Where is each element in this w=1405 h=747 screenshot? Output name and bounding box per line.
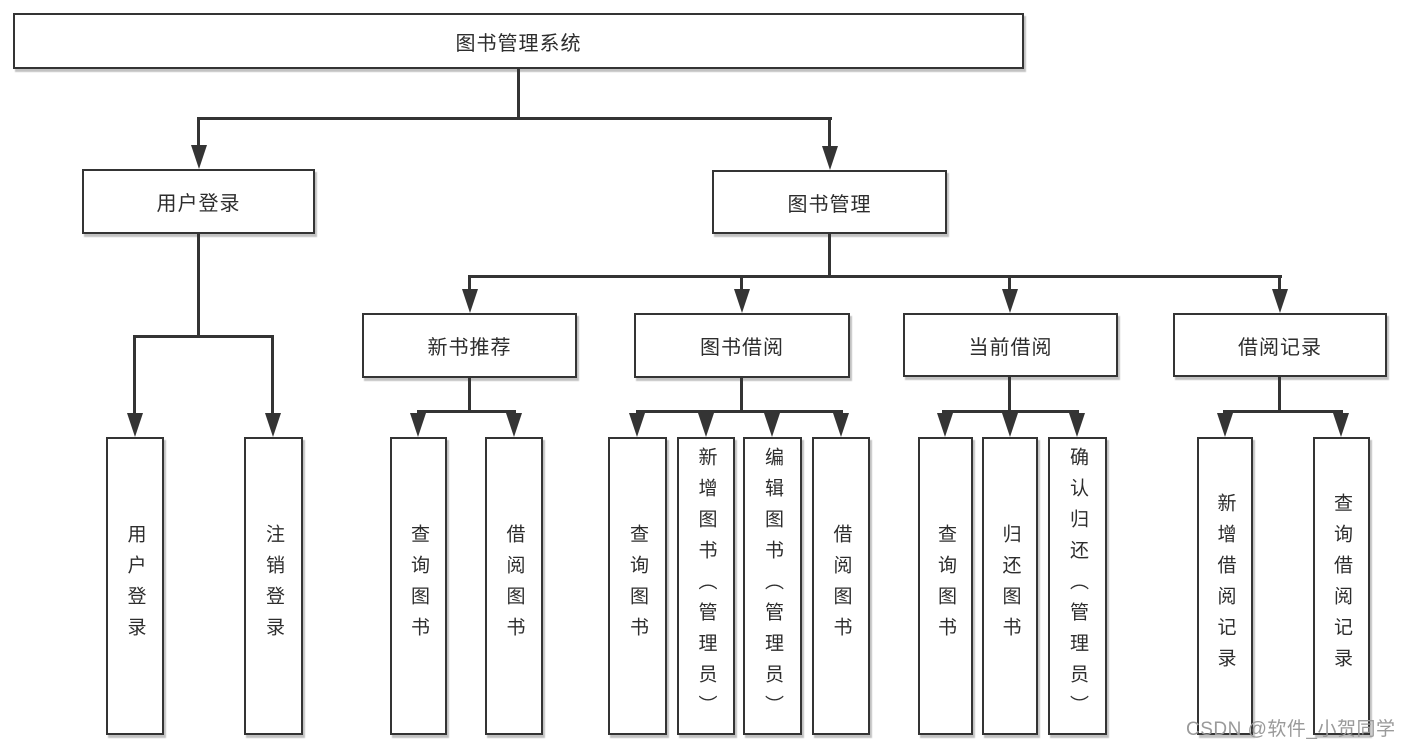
- node-user-login-label: 用户登录: [156, 193, 241, 215]
- node-current-borrow: 当前借阅: [903, 313, 1118, 377]
- connector-line: [197, 117, 200, 146]
- leaf-bb-add-book-admin: 新增图书（管理员）: [677, 437, 735, 735]
- connector-line: [740, 275, 743, 289]
- arrow-down-icon: [937, 413, 953, 437]
- arrow-down-icon: [1333, 413, 1349, 437]
- arrow-down-icon: [265, 413, 281, 437]
- arrow-down-icon: [1272, 289, 1288, 313]
- connector-line: [197, 234, 200, 335]
- connector-line: [468, 275, 1282, 278]
- connector-line: [417, 410, 516, 413]
- leaf-br-add-record: 新增借阅记录: [1197, 437, 1253, 735]
- node-book-management: 图书管理: [712, 170, 947, 234]
- node-new-book-recommend: 新书推荐: [362, 313, 577, 378]
- node-root: 图书管理系统: [13, 13, 1024, 69]
- leaf-bb-add-book-admin-label: 新增图书（管理员）: [695, 446, 717, 726]
- arrow-down-icon: [833, 413, 849, 437]
- node-root-label: 图书管理系统: [455, 32, 582, 55]
- leaf-nbr-borrow-book-label: 借阅图书: [503, 524, 525, 648]
- leaf-cb-confirm-return-admin-label: 确认归还（管理员）: [1067, 446, 1088, 726]
- leaf-bb-edit-book-admin-label: 编辑图书（管理员）: [762, 446, 783, 726]
- node-borrow-record-label: 借阅记录: [1238, 336, 1322, 359]
- connector-line: [636, 410, 843, 413]
- leaf-cb-confirm-return-admin: 确认归还（管理员）: [1048, 437, 1107, 735]
- node-user-login: 用户登录: [82, 169, 315, 234]
- connector-line: [133, 335, 136, 413]
- leaf-br-add-record-label: 新增借阅记录: [1214, 493, 1236, 679]
- leaf-bb-borrow-book: 借阅图书: [812, 437, 870, 735]
- arrow-down-icon: [822, 146, 838, 170]
- leaf-bb-borrow-book-label: 借阅图书: [830, 524, 852, 648]
- leaf-nbr-query-book-label: 查询图书: [408, 524, 429, 648]
- leaf-br-query-record-label: 查询借阅记录: [1331, 493, 1352, 679]
- leaf-bb-query-book: 查询图书: [608, 437, 667, 735]
- connector-line: [740, 377, 743, 410]
- connector-line: [517, 68, 520, 117]
- connector-line: [828, 117, 831, 147]
- connector-line: [1278, 377, 1281, 410]
- connector-line: [1008, 275, 1011, 289]
- arrow-down-icon: [734, 289, 750, 313]
- node-current-borrow-label: 当前借阅: [968, 336, 1053, 359]
- connector-line: [271, 335, 274, 413]
- arrow-down-icon: [410, 413, 426, 437]
- node-book-borrow: 图书借阅: [634, 313, 850, 378]
- arrow-down-icon: [1217, 413, 1233, 437]
- connector-line: [1223, 410, 1343, 413]
- leaf-cb-query-book: 查询图书: [918, 437, 973, 735]
- leaf-cb-return-book: 归还图书: [982, 437, 1038, 735]
- node-new-book-recommend-label: 新书推荐: [427, 337, 512, 359]
- connector-line: [468, 275, 471, 289]
- arrow-down-icon: [462, 289, 478, 313]
- leaf-bb-edit-book-admin: 编辑图书（管理员）: [743, 437, 802, 735]
- arrow-down-icon: [1002, 413, 1018, 437]
- arrow-down-icon: [506, 413, 522, 437]
- leaf-logout-login: 注销登录: [244, 437, 303, 735]
- leaf-cb-query-book-label: 查询图书: [935, 524, 956, 648]
- leaf-user-login: 用户登录: [106, 437, 164, 735]
- arrow-down-icon: [1069, 413, 1085, 437]
- node-book-management-label: 图书管理: [787, 193, 872, 216]
- leaf-nbr-query-book: 查询图书: [390, 437, 447, 735]
- connector-line: [828, 233, 831, 275]
- leaf-cb-return-book-label: 归还图书: [999, 524, 1021, 648]
- connector-line: [1008, 377, 1011, 410]
- connector-line: [133, 335, 274, 338]
- connector-line: [197, 117, 832, 120]
- node-borrow-record: 借阅记录: [1173, 313, 1387, 377]
- leaf-logout-login-label: 注销登录: [263, 524, 284, 648]
- leaf-user-login-label: 用户登录: [124, 524, 146, 648]
- arrow-down-icon: [127, 413, 143, 437]
- node-book-borrow-label: 图书借阅: [700, 337, 784, 359]
- leaf-br-query-record: 查询借阅记录: [1313, 437, 1370, 735]
- connector-line: [1278, 275, 1281, 289]
- leaf-nbr-borrow-book: 借阅图书: [485, 437, 543, 735]
- arrow-down-icon: [629, 413, 645, 437]
- arrow-down-icon: [764, 413, 780, 437]
- connector-line: [468, 377, 471, 410]
- arrow-down-icon: [698, 413, 714, 437]
- arrow-down-icon: [1002, 289, 1018, 313]
- arrow-down-icon: [191, 145, 207, 169]
- csdn-watermark: CSDN @软件_小贺同学: [1186, 719, 1396, 740]
- connector-line: [942, 410, 1079, 413]
- leaf-bb-query-book-label: 查询图书: [627, 524, 648, 648]
